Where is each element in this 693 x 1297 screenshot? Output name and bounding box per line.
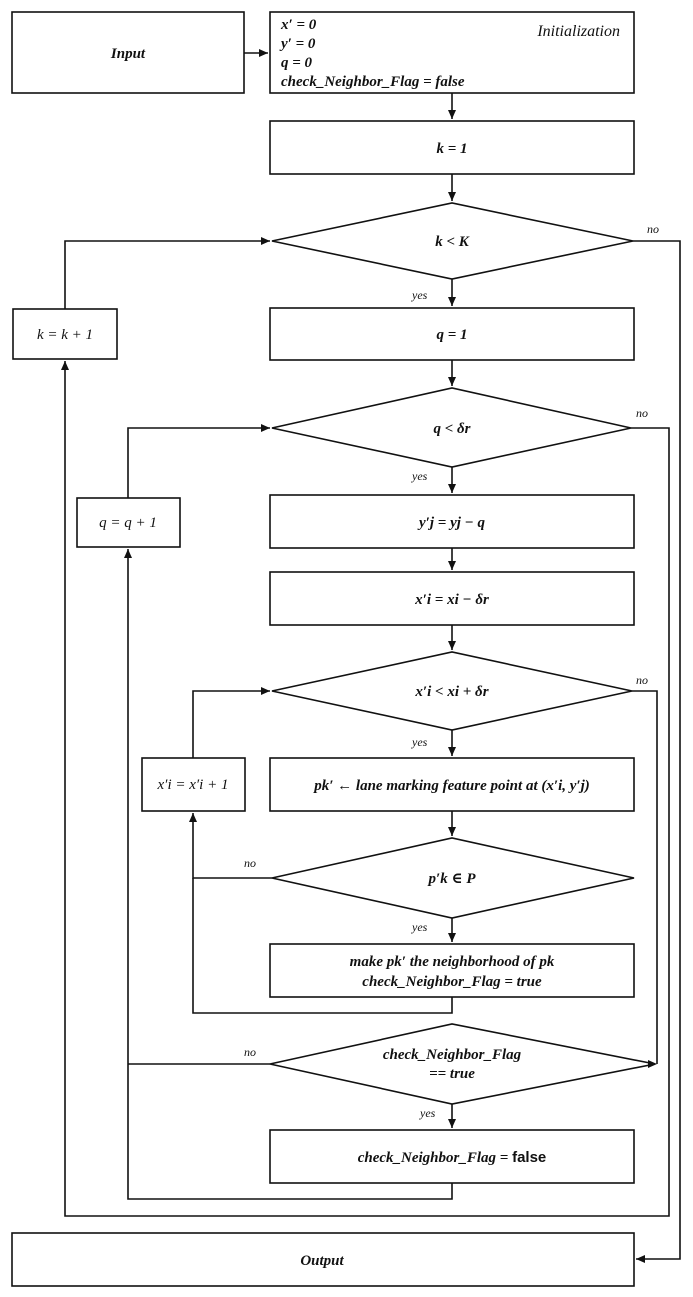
p-condition-node: p′k ∈ P: [271, 837, 635, 919]
svg-text:make pk′ the neighborhood of p: make pk′ the neighborhood of pk: [350, 954, 555, 970]
svg-text:check_Neighbor_Flag = true: check_Neighbor_Flag = true: [362, 974, 542, 990]
edge-q-cond-no-loop: [61, 361, 670, 1217]
flag-reset-node: check_Neighbor_Flag = false: [269, 1129, 635, 1184]
svg-text:check_Neighbor_Flag: check_Neighbor_Flag: [383, 1047, 522, 1063]
x-condition-node: x′i < xi + δr: [271, 651, 633, 731]
k-increment-node: k = k + 1: [12, 308, 118, 360]
output-node: Output: [11, 1232, 635, 1287]
edge-q-inc-to-q-cond: [127, 424, 270, 498]
q-condition-node: q < δr: [271, 387, 632, 468]
svg-text:Input: Input: [110, 46, 146, 62]
x-assign-node: x′i = xi − δr: [269, 571, 635, 626]
input-node: Input: [11, 11, 245, 94]
svg-text:p′k ∈ P: p′k ∈ P: [427, 871, 477, 887]
svg-text:q = 1: q = 1: [436, 327, 467, 343]
edge-k-cond-no-to-output: [633, 240, 681, 1263]
edge-k-inc-to-k-cond: [64, 237, 270, 309]
svg-text:k = 1: k = 1: [436, 141, 467, 157]
q-cond-yes-label: yes: [411, 469, 428, 483]
flag-cond-no-label: no: [244, 1045, 256, 1059]
flag-condition-node: check_Neighbor_Flag == true: [269, 1023, 656, 1105]
k-condition-node: k < K: [271, 202, 634, 280]
x-increment-node: x′i = x′i + 1: [141, 757, 246, 812]
p-cond-yes-label: yes: [411, 920, 428, 934]
x-cond-no-label: no: [636, 673, 648, 687]
edge-flag-reset-to-q-inc: [124, 549, 453, 1200]
edge-p-cond-no-to-x-inc: [189, 813, 272, 879]
x-cond-yes-label: yes: [411, 735, 428, 749]
svg-text:q = 0: q = 0: [281, 55, 313, 71]
initialization-label: Initialization: [536, 23, 620, 40]
svg-text:k < K: k < K: [435, 234, 470, 250]
svg-text:y′ = 0: y′ = 0: [279, 36, 316, 52]
p-assign-node: pk′ ← lane marking feature point at (x′i…: [269, 757, 635, 812]
svg-text:q = q + 1: q = q + 1: [99, 515, 157, 531]
svg-text:x′i = x′i + 1: x′i = x′i + 1: [157, 777, 229, 793]
svg-text:y′j = yj − q: y′j = yj − q: [417, 515, 486, 531]
flag-cond-yes-label: yes: [419, 1106, 436, 1120]
initialization-node: x′ = 0 y′ = 0 q = 0 check_Neighbor_Flag …: [269, 11, 635, 94]
edge-make-nb-to-x-inc: [192, 878, 453, 1014]
k-cond-yes-label: yes: [411, 288, 428, 302]
svg-text:pk′ ← lane marking feature poi: pk′ ← lane marking feature point at (x′i…: [312, 778, 590, 794]
svg-text:q < δr: q < δr: [433, 421, 470, 437]
svg-text:x′ = 0: x′ = 0: [280, 17, 317, 33]
svg-text:check_Neighbor_Flag = false: check_Neighbor_Flag = false: [281, 74, 465, 90]
edge-x-inc-to-x-cond: [192, 687, 270, 758]
svg-text:k = k + 1: k = k + 1: [37, 327, 93, 343]
svg-text:check_Neighbor_Flag = false: check_Neighbor_Flag = false: [358, 1149, 547, 1166]
svg-text:== true: == true: [429, 1066, 475, 1082]
q-init-node: q = 1: [269, 307, 635, 361]
svg-text:Output: Output: [300, 1253, 344, 1269]
svg-text:x′i = xi − δr: x′i = xi − δr: [414, 592, 489, 608]
q-cond-no-label: no: [636, 406, 648, 420]
q-increment-node: q = q + 1: [76, 497, 181, 548]
svg-text:x′i < xi + δr: x′i < xi + δr: [414, 684, 488, 700]
k-cond-no-label: no: [647, 222, 659, 236]
edge-x-cond-no-to-flag-cond: [632, 690, 661, 1064]
y-assign-node: y′j = yj − q: [269, 494, 635, 549]
p-cond-no-label: no: [244, 856, 256, 870]
make-neighborhood-node: make pk′ the neighborhood of pk check_Ne…: [269, 943, 635, 998]
k-init-node: k = 1: [269, 120, 635, 175]
